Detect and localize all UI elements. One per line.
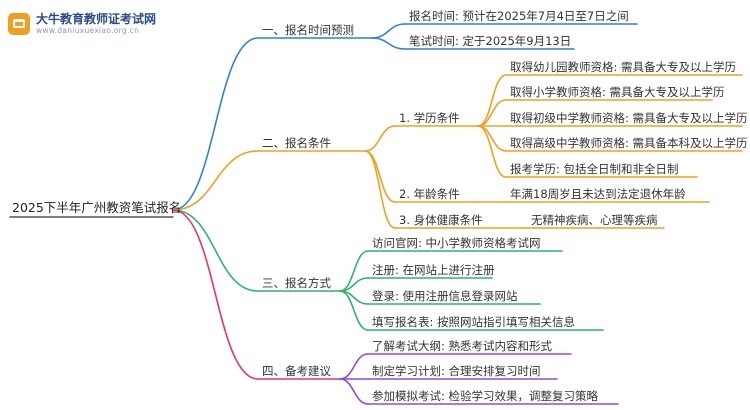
book-icon	[8, 13, 30, 35]
link-root-branch2	[172, 150, 259, 211]
link-edu-item2	[477, 99, 507, 127]
link-root-branch4	[172, 209, 259, 380]
node-junior-middle-qualification: 取得初级中学教师资格: 需具备大专及以上学历	[510, 111, 748, 125]
branch-registration-method: 三、报名方式	[262, 276, 331, 290]
node-primary-qualification: 取得小学教师资格: 需具备大专及以上学历	[510, 85, 725, 99]
mindmap-root: 2025下半年广州教资笔试报名	[12, 200, 182, 215]
link-branch3-child4	[339, 290, 369, 331]
branch-preparation-advice: 四、备考建议	[262, 364, 331, 378]
link-branch2-age	[364, 150, 396, 203]
node-education-condition: 1. 学历条件	[399, 111, 460, 125]
link-branch3-child1	[339, 250, 369, 292]
link-edu-item4	[477, 125, 507, 152]
node-registration-time: 报名时间: 预计在2025年7月4日至7日之间	[409, 9, 629, 23]
node-mock-exam: 参加模拟考试: 检验学习效果，调整复习策略	[372, 389, 599, 403]
branch-registration-conditions: 二、报名条件	[262, 136, 331, 150]
logo-url: www.daniuxuexiao.org.cn	[36, 26, 140, 35]
node-fill-form: 填写报名表: 按照网站指引填写相关信息	[372, 315, 576, 329]
link-branch2-health	[364, 150, 396, 229]
node-kindergarten-qualification: 取得幼儿园教师资格: 需具备大专及以上学历	[510, 60, 737, 74]
node-visit-website: 访问官网: 中小学教师资格考试网	[372, 236, 541, 250]
branch-time-prediction: 一、报名时间预测	[262, 23, 354, 37]
node-exam-syllabus: 了解考试大纲: 熟悉考试内容和形式	[372, 339, 553, 353]
link-branch4-child3	[339, 378, 369, 405]
node-login: 登录: 使用注册信息登录网站	[372, 289, 518, 303]
site-logo: 大牛教育教师证考试网 www.daniuxuexiao.org.cn	[8, 12, 156, 36]
logo-text: 大牛教育教师证考试网 www.daniuxuexiao.org.cn	[36, 12, 156, 36]
node-health-condition: 3. 身体健康条件	[399, 213, 483, 227]
node-senior-high-qualification: 取得高级中学教师资格: 需具备本科及以上学历	[510, 136, 748, 150]
node-exam-time: 笔试时间: 定于2025年9月13日	[409, 34, 572, 48]
logo-name: 大牛教育教师证考试网	[36, 12, 157, 26]
node-age-requirement: 年满18周岁且未达到法定退休年龄	[510, 187, 686, 201]
node-education-type: 报考学历: 包括全日制和非全日制	[510, 162, 679, 176]
link-root-branch3	[172, 209, 259, 292]
node-age-condition: 2. 年龄条件	[399, 187, 460, 201]
node-register: 注册: 在网站上进行注册	[372, 263, 495, 277]
node-health-requirement: 无精神疾病、心理等疾病	[531, 213, 658, 227]
link-branch2-edu	[364, 125, 396, 152]
link-branch4-child1	[339, 353, 369, 380]
link-edu-item5	[477, 125, 507, 178]
link-branch1-child1	[371, 23, 406, 39]
link-root-branch1	[172, 37, 259, 211]
node-study-plan: 制定学习计划: 合理安排复习时间	[372, 364, 541, 378]
link-branch1-child2	[371, 37, 406, 50]
